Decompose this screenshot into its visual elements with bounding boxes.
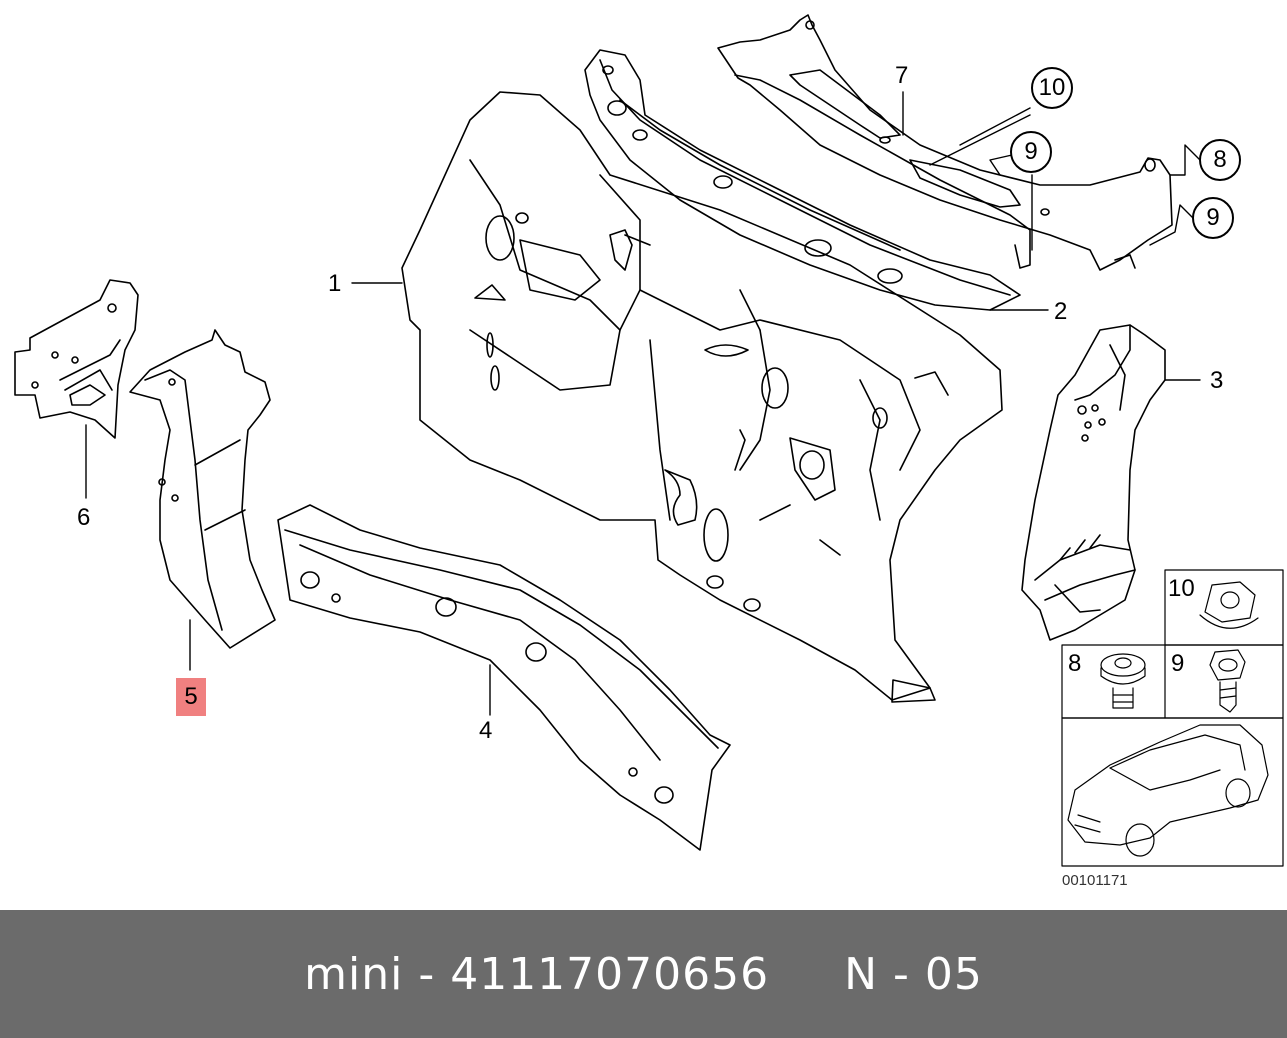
diagram-code: 00101171 bbox=[1062, 872, 1128, 889]
callout-5-highlighted: 5 bbox=[176, 678, 206, 716]
callout-1: 1 bbox=[328, 270, 342, 297]
callout-9-circle-upper: 9 bbox=[1010, 131, 1052, 173]
part-5-panel bbox=[129, 329, 276, 649]
fastener-inset bbox=[1061, 569, 1284, 867]
part-3-pillar bbox=[1021, 324, 1166, 641]
callout-10-circle: 10 bbox=[1031, 67, 1073, 109]
part-1-bulkhead bbox=[401, 91, 1003, 703]
callout-2: 2 bbox=[1054, 298, 1068, 325]
nut-icon bbox=[1199, 581, 1259, 629]
screw-icon bbox=[1100, 653, 1146, 709]
bolt-icon bbox=[1209, 649, 1246, 713]
callout-4: 4 bbox=[479, 717, 493, 744]
callout-7: 7 bbox=[895, 62, 909, 89]
leader-lines bbox=[85, 91, 1201, 716]
part-2-crossmember bbox=[584, 49, 1021, 311]
caption-bar: mini - 41117070656 N - 05 bbox=[0, 910, 1287, 1038]
callout-6: 6 bbox=[77, 504, 91, 531]
parts-diagram: 1 2 3 4 5 6 7 10 9 8 9 10 8 9 00101171 bbox=[14, 14, 1284, 889]
diagram-drawing bbox=[14, 14, 1284, 867]
inset-label-10: 10 bbox=[1168, 575, 1195, 602]
car-icon bbox=[1067, 724, 1269, 857]
callout-3: 3 bbox=[1210, 367, 1224, 394]
callout-8-circle: 8 bbox=[1199, 139, 1241, 181]
part-7-strut bbox=[717, 14, 1173, 271]
caption-text: mini - 41117070656 N - 05 bbox=[304, 948, 983, 1000]
callout-9-circle-lower: 9 bbox=[1192, 197, 1234, 239]
inset-label-8: 8 bbox=[1068, 650, 1082, 677]
inset-label-9: 9 bbox=[1171, 650, 1185, 677]
part-4-beam bbox=[277, 504, 731, 851]
part-6-bracket bbox=[14, 279, 139, 439]
